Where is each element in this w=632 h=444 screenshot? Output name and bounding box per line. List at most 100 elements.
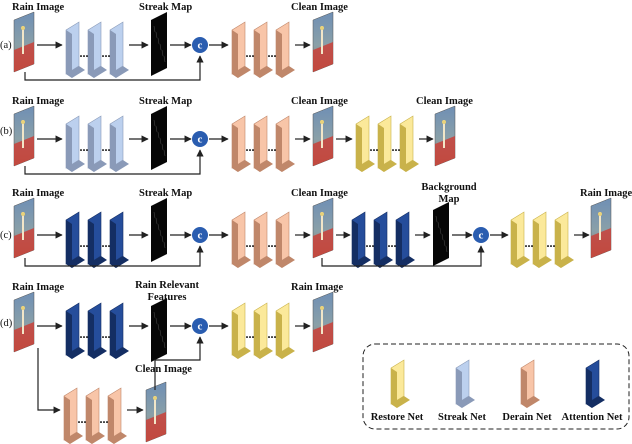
- row-a-clean-image: [312, 11, 334, 73]
- row-c-concat-2: c: [473, 227, 489, 243]
- legend-swatch-1: [390, 359, 410, 408]
- legend-label-1: Restore Net: [371, 412, 424, 423]
- row-b-restore-net-layer-3: [399, 115, 419, 172]
- dots-label: ...: [366, 236, 375, 250]
- row-a-streak-map: [151, 12, 167, 76]
- row-c-rain-image-label: Rain Image: [12, 188, 65, 199]
- row-c-skip-connection-2: [321, 245, 485, 267]
- row-c-rain-image: [13, 197, 35, 259]
- row-b-streak-map-label: Streak Map: [139, 96, 192, 107]
- row-d-feedback-connection: [154, 336, 204, 390]
- row-b-rain-image-label: Rain Image: [12, 96, 65, 107]
- row-b-streak-map: [151, 106, 167, 170]
- row-c-attention-net-2-layer-3: [395, 211, 415, 268]
- row-a-derain-net-layer-1: [231, 21, 251, 78]
- row-b-clean-image-label: Clean Image: [291, 96, 348, 107]
- concat-symbol: c: [198, 230, 203, 242]
- row-c-label: (c): [0, 230, 12, 241]
- row-b-rain-image: [13, 105, 35, 167]
- dots-label: ...: [102, 236, 111, 250]
- row-a-clean-image-label: Clean Image: [291, 2, 348, 13]
- row-d-clean-image-label: Clean Image: [135, 364, 192, 375]
- row-d-features-label: Rain Relevant: [135, 280, 199, 291]
- row-d-rain-image-out: [312, 291, 334, 353]
- dots-label: ...: [268, 140, 277, 154]
- dots-label: ...: [370, 140, 379, 154]
- legend-label-4: Attention Net: [562, 412, 623, 423]
- dots-label: ...: [268, 236, 277, 250]
- row-c-streak-map-label: Streak Map: [139, 188, 192, 199]
- row-d-derain-net-layer-3: [107, 387, 127, 444]
- row-c-clean-image: [312, 197, 334, 259]
- row-d-restore-net-layer-3: [275, 302, 295, 359]
- row-c-derain-net-layer-2: [253, 211, 273, 268]
- row-a-rain-image: [13, 11, 35, 73]
- row-a-streak-net-layer-1: [65, 21, 85, 78]
- row-d-derain-net-layer-2: [85, 387, 105, 444]
- legend-box: [362, 343, 630, 430]
- row-a-skip-connection: [24, 55, 204, 81]
- dots-label: ...: [268, 46, 277, 60]
- row-d-rain-image-out-label: Rain Image: [291, 282, 344, 293]
- dots-label: ...: [392, 140, 401, 154]
- row-c-concat: c: [192, 227, 208, 243]
- row-a-streak-map-label: Streak Map: [139, 2, 192, 13]
- dots-label: ...: [246, 327, 255, 341]
- row-b-derain-net-layer-3: [275, 115, 295, 172]
- row-c-rain-image-out: [590, 197, 612, 259]
- dots-label: ...: [525, 236, 534, 250]
- row-c-attention-net-layer-2: [87, 211, 107, 268]
- row-c-clean-image-label: Clean Image: [291, 188, 348, 199]
- row-b-skip-connection: [24, 149, 204, 175]
- row-b-label: (b): [0, 126, 13, 137]
- row-b-concat: c: [192, 131, 208, 147]
- dots-label: ...: [80, 140, 89, 154]
- row-d-concat: c: [192, 318, 208, 334]
- row-c-background-map: [433, 202, 449, 266]
- dots-label: ...: [246, 140, 255, 154]
- dots-label: ...: [78, 412, 87, 426]
- dots-label: ...: [246, 46, 255, 60]
- concat-symbol: c: [479, 230, 484, 242]
- dots-label: ...: [102, 327, 111, 341]
- row-a-streak-net-layer-3: [109, 21, 129, 78]
- dots-label: ...: [80, 327, 89, 341]
- dots-label: ...: [246, 236, 255, 250]
- row-c-attention-net-layer-1: [65, 211, 85, 268]
- row-d-attention-net-layer-1: [65, 302, 85, 359]
- row-c-attention-net-layer-3: [109, 211, 129, 268]
- row-d-rain-image: [13, 291, 35, 353]
- concat-symbol: c: [198, 40, 203, 52]
- row-d-rain-relevant-features: [151, 298, 167, 362]
- dots-label: ...: [80, 46, 89, 60]
- row-d-clean-image: [145, 381, 167, 443]
- row-c-restore-net-layer-2: [532, 211, 552, 268]
- row-c-streak-map: [151, 198, 167, 262]
- row-b-derain-net-layer-2: [253, 115, 273, 172]
- row-b-restore-net-layer-2: [377, 115, 397, 172]
- row-d-rain-image-label: Rain Image: [12, 282, 65, 293]
- row-c-rain-image-out-label: Rain Image: [580, 188, 632, 199]
- legend-label-2: Streak Net: [438, 412, 486, 423]
- row-a-derain-net-layer-2: [253, 21, 273, 78]
- dots-label: ...: [388, 236, 397, 250]
- row-b-clean-image-2-label: Clean Image: [416, 96, 473, 107]
- row-c-background-map-label: Background: [421, 182, 476, 193]
- row-c-derain-net-layer-3: [275, 211, 295, 268]
- row-c-derain-net-layer-1: [231, 211, 251, 268]
- row-c-background-map-label-2: Map: [439, 194, 460, 205]
- row-d-attention-net-layer-2: [87, 302, 107, 359]
- dots-label: ...: [102, 46, 111, 60]
- concat-symbol: c: [198, 321, 203, 333]
- row-d-label: (d): [0, 318, 13, 329]
- row-a-derain-net-layer-3: [275, 21, 295, 78]
- concat-symbol: c: [198, 134, 203, 146]
- row-b-streak-net-layer-2: [87, 115, 107, 172]
- row-a-rain-image-label: Rain Image: [12, 2, 65, 13]
- row-a-label: (a): [0, 40, 12, 51]
- legend-swatch-4: [585, 359, 605, 408]
- legend-swatch-2: [455, 359, 475, 408]
- row-a-concat: c: [192, 37, 208, 53]
- legend: [362, 343, 630, 430]
